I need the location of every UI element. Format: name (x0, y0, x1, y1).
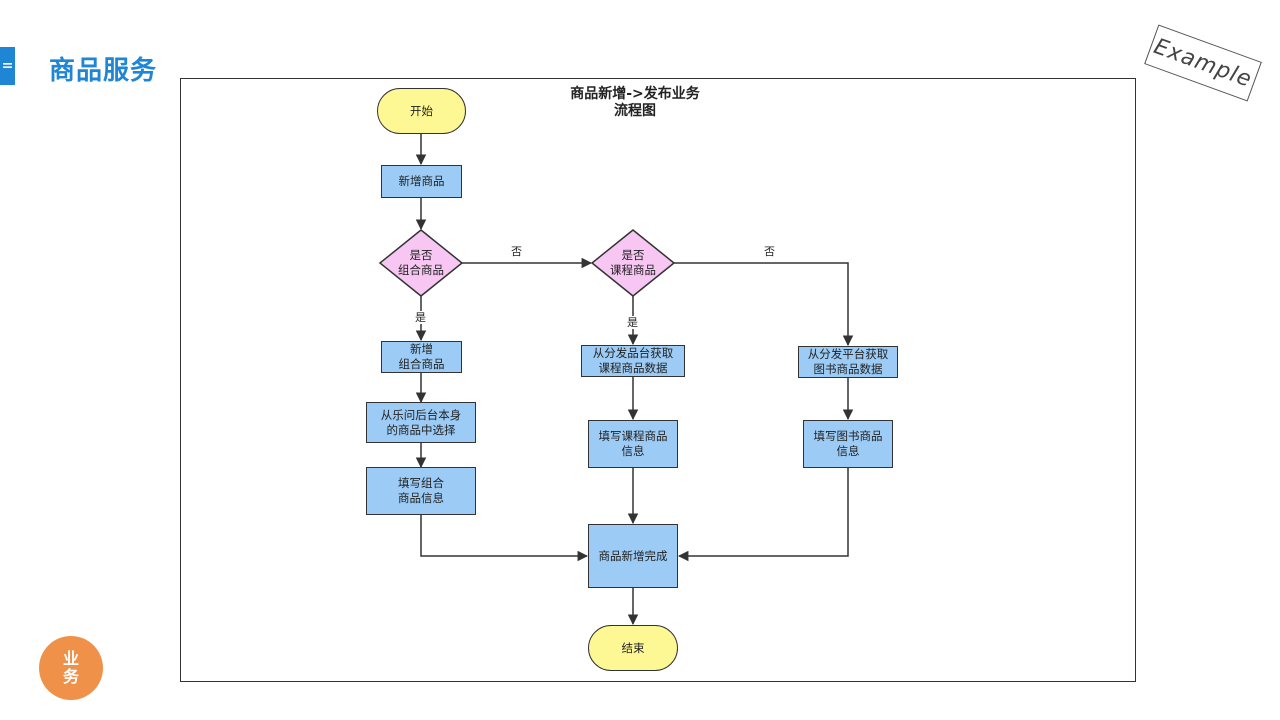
page-title: 商品服务 (49, 56, 158, 86)
edge-label-bundle-no: 否 (511, 245, 522, 258)
add-product-node: 新增商品 (381, 165, 462, 198)
diagram-title-line2: 流程图 (614, 103, 656, 119)
side-tab-marker: = (0, 47, 15, 85)
select-own-products-node: 从乐问后台本身 的商品中选择 (366, 402, 476, 443)
add-bundle-node: 新增 组合商品 (381, 341, 462, 373)
fill-course-info-node: 填写课程商品 信息 (588, 420, 678, 468)
end-node: 结束 (588, 625, 678, 671)
decision-bundle-label: 是否 组合商品 (398, 248, 444, 277)
start-node: 开始 (377, 88, 466, 134)
edge-label-bundle-yes: 是 (415, 311, 426, 324)
badge-label: 业务 (62, 649, 79, 686)
fill-bundle-info-node: 填写组合 商品信息 (366, 467, 476, 515)
diagram-title: 商品新增->发布业务 流程图 (540, 86, 730, 120)
fetch-book-data-node: 从分发平台获取 图书商品数据 (798, 346, 898, 378)
edge-label-course-yes: 是 (627, 316, 638, 329)
edge-course-no (674, 262, 854, 347)
diagram-title-line1: 商品新增->发布业务 (570, 86, 700, 102)
fetch-course-data-node: 从分发品台获取 课程商品数据 (581, 345, 685, 377)
edge-fillbundle-done (420, 515, 589, 562)
decision-course-label: 是否 课程商品 (610, 248, 656, 277)
fill-book-info-node: 填写图书商品 信息 (803, 420, 893, 468)
product-added-node: 商品新增完成 (588, 524, 678, 588)
edge-fillbook-done (677, 468, 849, 562)
edge-label-course-no: 否 (764, 245, 775, 258)
section-badge[interactable]: 业务 (39, 636, 103, 700)
